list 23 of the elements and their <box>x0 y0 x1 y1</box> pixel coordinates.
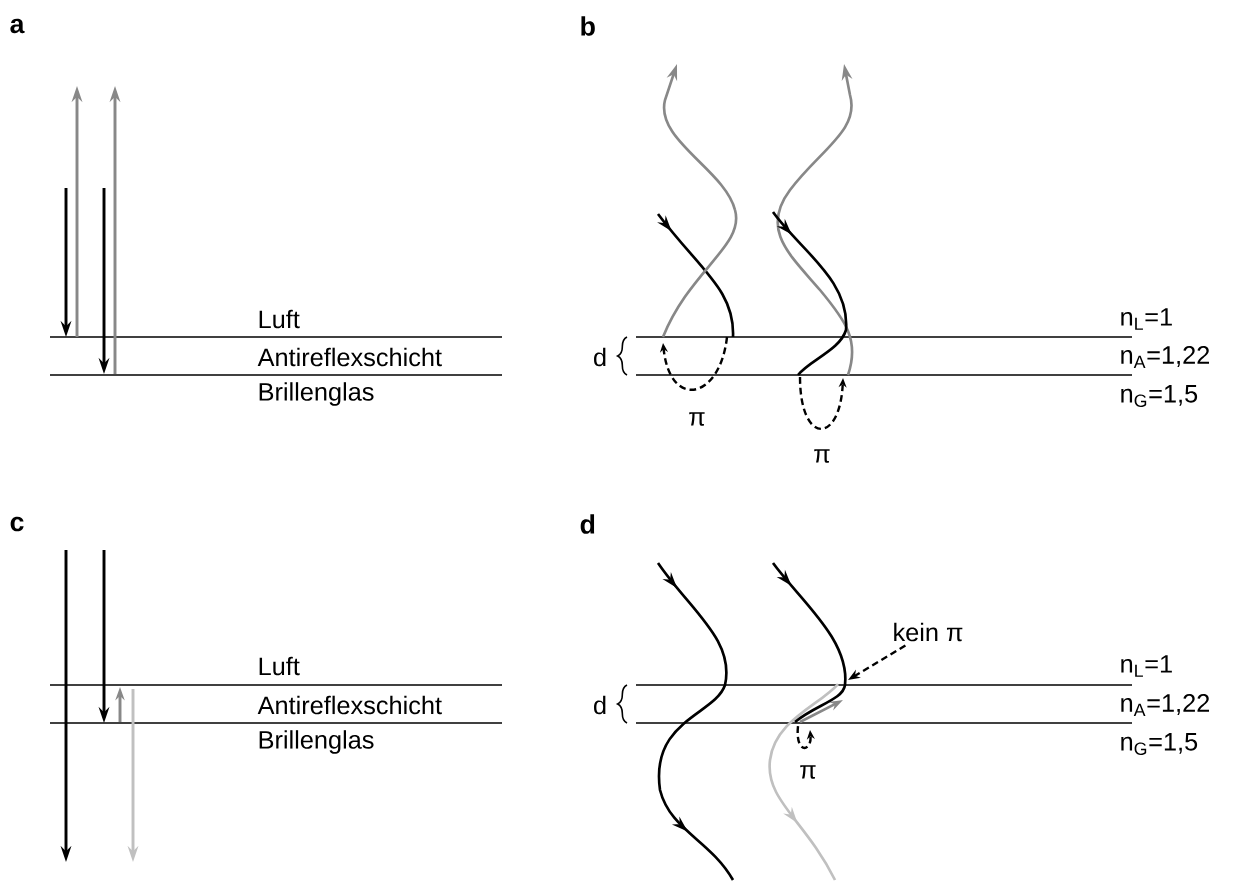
panel-letter: b <box>581 16 595 36</box>
phase-label: π <box>814 449 830 463</box>
light-wave <box>771 562 847 724</box>
refractive-index-label: n$_{A}$=1,22 <box>1121 694 1209 716</box>
refractive-index-label: n$_{G}$=1,5 <box>1121 733 1198 756</box>
phase-label: π <box>689 412 705 426</box>
medium-label: Brillenglas <box>259 382 374 406</box>
phase-label: π <box>800 765 816 779</box>
medium-label: Antireflexschicht <box>257 695 442 715</box>
thickness-label: d <box>594 695 606 715</box>
medium-label: Luft <box>259 309 300 329</box>
medium-label: Brillenglas <box>259 730 374 754</box>
medium-label: Antireflexschicht <box>257 347 442 367</box>
panel-letter: d <box>580 514 595 534</box>
refractive-index-label: n$_{G}$=1,5 <box>1121 385 1198 408</box>
annotation-text: kein π <box>894 622 963 642</box>
refractive-index-label: n$_{L}$=1 <box>1121 655 1172 677</box>
medium-label: Luft <box>259 656 300 676</box>
refractive-index-label: n$_{L}$=1 <box>1121 308 1172 330</box>
thickness-label: d <box>594 347 606 367</box>
panel-letter: a <box>10 18 25 34</box>
panel-letter: c <box>10 516 24 532</box>
refractive-index-label: n$_{A}$=1,22 <box>1121 346 1209 368</box>
